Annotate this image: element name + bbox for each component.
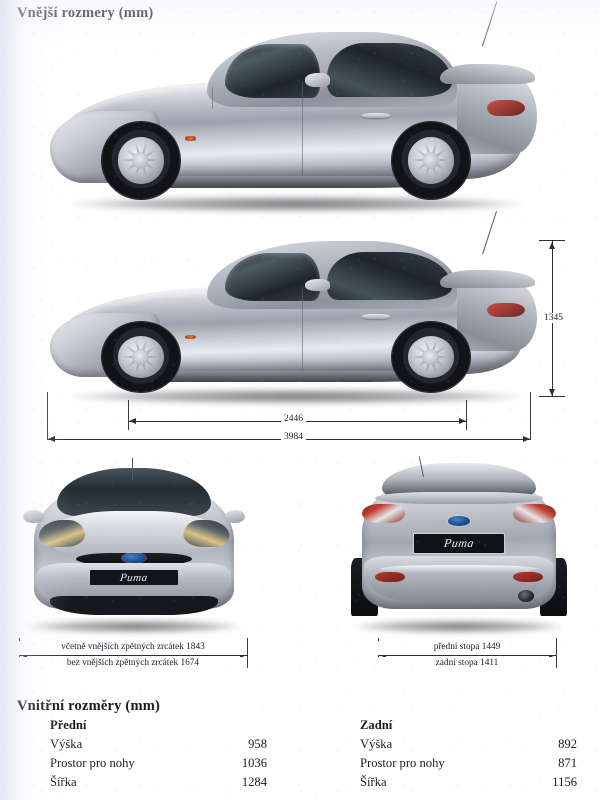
interior-front-table: Přední Výška 958 Prostor pro nohy 1036 Š… bbox=[50, 718, 267, 792]
interior-rear-group-label: Zadní bbox=[360, 718, 393, 732]
front-wheel bbox=[102, 121, 180, 199]
ford-oval-badge-icon bbox=[447, 516, 471, 526]
rear-track-dim-line bbox=[379, 655, 556, 656]
ext-line-front-axle bbox=[128, 400, 129, 430]
table-row: Prostor pro nohy 871 bbox=[360, 754, 577, 773]
side-view-bottom-illustration bbox=[42, 210, 542, 404]
tail-light bbox=[487, 302, 525, 318]
interior-rear-table: Zadní Výška 892 Prostor pro nohy 871 Šíř… bbox=[360, 718, 577, 792]
left-mirror-icon bbox=[22, 509, 44, 524]
right-mirror-icon bbox=[224, 509, 246, 524]
door-shutline bbox=[302, 82, 303, 176]
rear-bumper-crease bbox=[379, 564, 539, 574]
rear-view-illustration: Puma bbox=[346, 456, 572, 633]
row-label: Prostor pro nohy bbox=[360, 756, 445, 770]
row-value: 958 bbox=[248, 737, 267, 751]
rear-wheel bbox=[392, 322, 470, 392]
table-row: Výška 892 bbox=[360, 735, 577, 754]
height-dim-arrow-up bbox=[549, 242, 555, 249]
ford-oval-badge-icon bbox=[122, 553, 146, 563]
interior-front-group-label: Přední bbox=[50, 718, 87, 732]
side-mirror-icon bbox=[304, 73, 330, 87]
rear-spoiler bbox=[375, 492, 543, 505]
puma-script-badge: Puma bbox=[119, 571, 149, 584]
row-value: 871 bbox=[558, 756, 577, 770]
left-rear-reflector bbox=[375, 571, 405, 582]
front-width-ext-right bbox=[247, 638, 248, 668]
row-label: Výška bbox=[50, 737, 83, 751]
length-arrow-right bbox=[523, 436, 530, 442]
door-handle bbox=[362, 112, 390, 119]
front-view-illustration: Puma bbox=[18, 458, 250, 633]
front-number-plate: Puma bbox=[89, 569, 179, 586]
row-value: 1284 bbox=[241, 775, 267, 789]
rear-wheel-hub bbox=[422, 349, 440, 365]
table-row: Šířka 1156 bbox=[360, 773, 577, 792]
roof-antenna bbox=[482, 210, 497, 255]
row-label: Šířka bbox=[360, 775, 387, 789]
right-tail-lamp bbox=[513, 504, 557, 524]
row-value: 1036 bbox=[241, 756, 267, 770]
rear-track-caption-top: přední stopa 1449 bbox=[378, 641, 556, 655]
height-dim-arrow-down bbox=[549, 389, 555, 396]
height-dim-value: 1345 bbox=[541, 313, 566, 323]
height-dim-bottom-tick bbox=[539, 396, 565, 397]
front-width-caption-bottom: bez vnějších zpětných zrcátek 1674 bbox=[19, 657, 247, 671]
door-shutline bbox=[302, 286, 303, 371]
wheelbase-arrow-right bbox=[459, 418, 466, 424]
car-shadow bbox=[355, 620, 563, 633]
length-value: 3984 bbox=[281, 432, 306, 442]
length-arrow-left bbox=[48, 436, 55, 442]
rear-spoiler bbox=[439, 270, 535, 289]
row-value: 1156 bbox=[552, 775, 577, 789]
row-label: Prostor pro nohy bbox=[50, 756, 135, 770]
car-shadow bbox=[27, 620, 241, 633]
row-value: 892 bbox=[558, 737, 577, 751]
page-title-interior: Vnitřní rozměry (mm) bbox=[17, 698, 161, 714]
row-label: Šířka bbox=[50, 775, 77, 789]
right-rear-reflector bbox=[513, 571, 543, 582]
front-width-caption-top: včetně vnějších zpětných zrcátek 1843 bbox=[19, 641, 247, 655]
left-headlamp bbox=[38, 519, 86, 548]
side-repeater-lamp-icon bbox=[184, 136, 196, 141]
table-row: Prostor pro nohy 1036 bbox=[50, 754, 267, 773]
roof-antenna bbox=[131, 458, 133, 481]
wheelbase-arrow-left bbox=[129, 418, 136, 424]
rear-wheel bbox=[392, 121, 470, 199]
table-row: Šířka 1284 bbox=[50, 773, 267, 792]
rear-track-caption-bottom: zadní stopa 1411 bbox=[378, 657, 556, 671]
ext-line-rear-axle bbox=[466, 400, 467, 430]
page-title-exterior: Vnější rozmery (mm) bbox=[17, 5, 154, 21]
side-mirror-icon bbox=[304, 278, 330, 291]
windshield-glass bbox=[57, 468, 211, 517]
right-headlamp bbox=[182, 519, 230, 548]
rear-wheel-hub bbox=[422, 151, 440, 169]
rear-number-plate: Puma bbox=[413, 533, 505, 553]
front-wheel-hub bbox=[132, 349, 150, 365]
row-label: Výška bbox=[360, 737, 393, 751]
front-wheel bbox=[102, 322, 180, 392]
front-air-dam bbox=[50, 595, 218, 615]
door-handle bbox=[362, 314, 390, 320]
roof-antenna bbox=[482, 1, 498, 47]
ext-line-front-bumper bbox=[47, 392, 48, 440]
rear-track-ext-right bbox=[556, 638, 557, 668]
front-width-dim-line bbox=[20, 655, 247, 656]
ext-line-rear-bumper bbox=[530, 392, 531, 440]
table-row: Výška 958 bbox=[50, 735, 267, 754]
rear-spoiler bbox=[439, 64, 535, 84]
left-tail-lamp bbox=[361, 504, 405, 524]
tail-light bbox=[487, 100, 525, 117]
front-wheel-hub bbox=[132, 151, 150, 169]
side-view-top-illustration bbox=[42, 1, 542, 212]
puma-script-badge: Puma bbox=[443, 535, 476, 550]
hood-shutline bbox=[212, 87, 213, 109]
wheelbase-value: 2446 bbox=[281, 414, 306, 424]
